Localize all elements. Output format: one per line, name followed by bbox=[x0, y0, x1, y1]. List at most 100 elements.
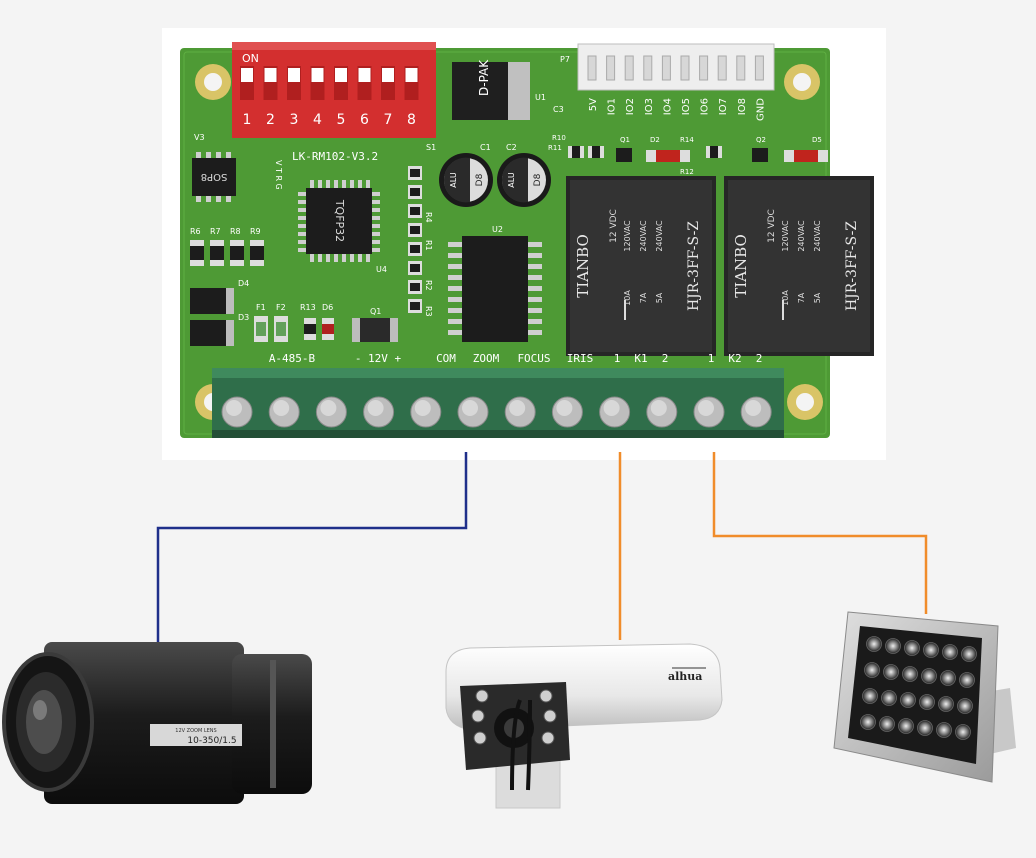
chip-pin bbox=[216, 194, 221, 202]
chip-pin bbox=[448, 275, 462, 280]
mount-hole-tl bbox=[195, 64, 231, 100]
lens-label-line1: 12V ZOOM LENS bbox=[175, 728, 216, 734]
terminal-label: 1 bbox=[614, 352, 621, 365]
capacitor-label-top: ALU bbox=[507, 172, 516, 188]
illuminator-led bbox=[864, 662, 880, 678]
camera-brand: alhua bbox=[668, 670, 702, 683]
board-model: LK-RM102-V3.2 bbox=[292, 150, 378, 163]
ir-led bbox=[471, 709, 485, 723]
header-pin-label: IO2 bbox=[625, 98, 636, 115]
screw-highlight bbox=[650, 400, 667, 416]
illuminator-led bbox=[938, 696, 954, 712]
terminal-label: K1 bbox=[634, 352, 647, 365]
chip-pin bbox=[342, 180, 346, 188]
screw-highlight bbox=[320, 400, 337, 416]
ref-f1: F1 bbox=[256, 303, 266, 312]
relay-rating-current: 10A bbox=[623, 290, 632, 306]
relay-brand: TIANBO bbox=[732, 234, 750, 298]
header-pin-label: 5V bbox=[588, 98, 599, 111]
illuminator-led bbox=[921, 668, 937, 684]
diode-d3 bbox=[190, 320, 234, 346]
header-pin-label: GND bbox=[755, 98, 766, 121]
screw-highlight bbox=[462, 400, 478, 416]
ir-led bbox=[543, 709, 557, 723]
header-pin bbox=[754, 55, 764, 81]
resistor-body bbox=[410, 283, 420, 291]
ref-v3: V3 bbox=[194, 133, 205, 142]
relay-rating-current: 7A bbox=[797, 292, 806, 303]
header-pin bbox=[680, 55, 690, 81]
sop8-chip: SOP8 bbox=[192, 152, 236, 202]
resistor-body bbox=[410, 226, 420, 234]
illuminator-led bbox=[862, 688, 878, 704]
tqfp32-chip: TQFP32 bbox=[298, 180, 380, 262]
ref-d6: D6 bbox=[322, 303, 333, 312]
chip-pin bbox=[528, 242, 542, 247]
terminal-label: FOCUS bbox=[517, 352, 550, 365]
ref-p7: P7 bbox=[560, 55, 570, 64]
ref-r11: R11 bbox=[548, 144, 562, 152]
u2-driver-chip bbox=[448, 236, 542, 342]
chip-pin bbox=[226, 194, 231, 202]
terminal-label: K2 bbox=[728, 352, 741, 365]
header-pin-label: IO1 bbox=[607, 98, 618, 115]
resistor-body bbox=[410, 245, 420, 253]
chip-pin bbox=[358, 180, 362, 188]
vtrg-label: V T R G bbox=[274, 160, 283, 190]
illuminator-led bbox=[900, 692, 916, 708]
screw-highlight bbox=[603, 400, 620, 416]
illuminator-led bbox=[919, 694, 935, 710]
header-pin-label: IO5 bbox=[681, 98, 692, 115]
ref-r8: R8 bbox=[230, 227, 241, 236]
ref-r2: R2 bbox=[424, 280, 433, 291]
ref-d4: D4 bbox=[238, 279, 249, 288]
chip-pin bbox=[216, 152, 221, 160]
chip-pin bbox=[206, 152, 211, 160]
chip-pin bbox=[448, 308, 462, 313]
ref-u2: U2 bbox=[492, 225, 503, 234]
chip-pin bbox=[372, 208, 380, 212]
chip-pin bbox=[448, 253, 462, 258]
chip-pin bbox=[298, 240, 306, 244]
screw-highlight bbox=[745, 400, 762, 416]
ref-u4: U4 bbox=[376, 265, 387, 274]
chip-pin bbox=[372, 192, 380, 196]
ref-c1: C1 bbox=[480, 143, 491, 152]
fuse-f2 bbox=[274, 316, 288, 342]
terminal-label: 2 bbox=[756, 352, 763, 365]
ref-r3: R3 bbox=[424, 306, 433, 317]
screw-highlight bbox=[226, 400, 242, 416]
fuse-f1 bbox=[254, 316, 268, 342]
header-pin bbox=[606, 55, 616, 81]
ref-c3: C3 bbox=[553, 105, 564, 114]
chip-pin bbox=[310, 254, 314, 262]
chip-pin bbox=[448, 264, 462, 269]
dip-toggle-3 bbox=[288, 68, 300, 82]
chip-pin bbox=[350, 254, 354, 262]
header-pin bbox=[624, 55, 634, 81]
chip-pin bbox=[372, 248, 380, 252]
chip-pin bbox=[366, 254, 370, 262]
dip-toggle-6 bbox=[358, 68, 371, 82]
terminal-label: A-485-B bbox=[269, 352, 316, 365]
chip-pin bbox=[334, 254, 338, 262]
relay-rating-current: 5A bbox=[813, 292, 822, 303]
tqfp32-label: TQFP32 bbox=[333, 199, 346, 242]
chip-pin bbox=[448, 242, 462, 247]
chip-pin bbox=[358, 254, 362, 262]
relay-driver-parts bbox=[568, 146, 828, 162]
dip-on-label: ON bbox=[242, 52, 259, 65]
chip-pin bbox=[528, 253, 542, 258]
ref-d2: D2 bbox=[650, 136, 660, 144]
diode-d4 bbox=[190, 288, 234, 314]
resistor-column bbox=[408, 166, 422, 313]
relay-rating-voltage: 240VAC bbox=[813, 220, 822, 252]
ref-r13: R13 bbox=[300, 303, 316, 312]
chip-pin bbox=[372, 216, 380, 220]
chip-pin bbox=[326, 180, 330, 188]
illuminator-led bbox=[885, 638, 901, 654]
